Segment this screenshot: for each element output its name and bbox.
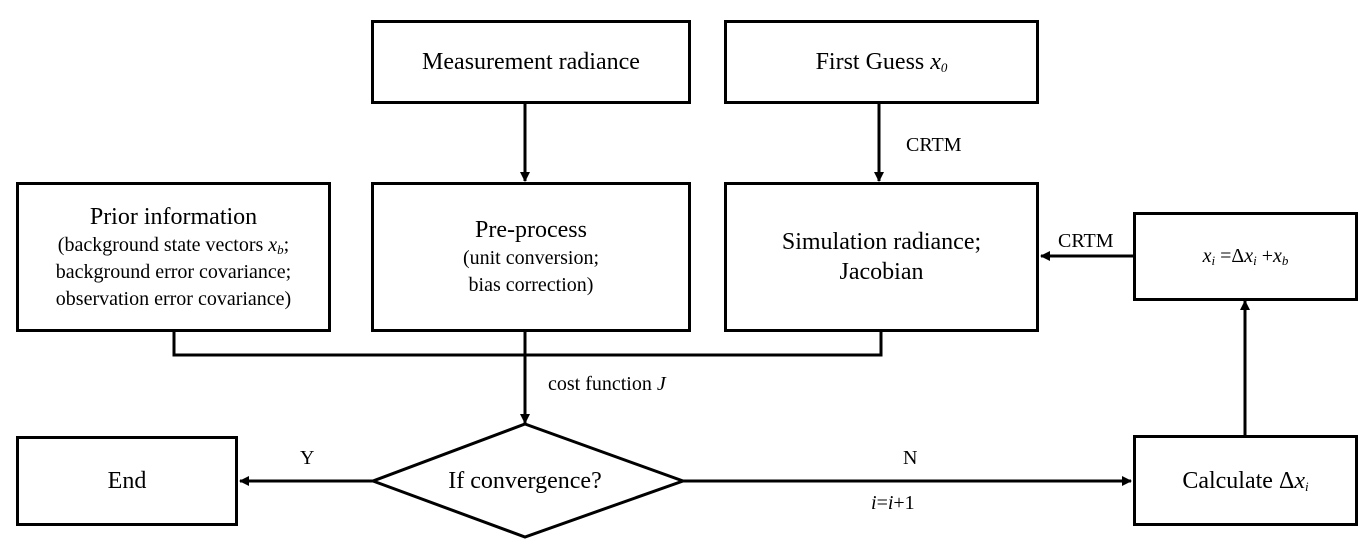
simulation-line-jacobian: Jacobian — [839, 259, 924, 285]
decision-label: If convergence? — [448, 468, 602, 494]
measurement-radiance-box: Measurement radiance — [371, 20, 691, 104]
merge-line — [172, 330, 883, 357]
no-label: N — [903, 447, 918, 469]
update-state-equation: xi =Δxi +xb — [1202, 245, 1289, 268]
simulation-line-radiance: Simulation radiance; — [781, 229, 982, 255]
preprocess-box: Pre-process (unit conversion; bias corre… — [371, 182, 691, 332]
decision-diamond — [368, 422, 688, 539]
yes-label: Y — [300, 447, 315, 469]
end-box: End — [16, 436, 238, 526]
first-guess-box: First Guess x0 — [724, 20, 1039, 104]
update-state-box: xi =Δxi +xb — [1133, 212, 1358, 301]
first-guess-label: First Guess x0 — [815, 49, 948, 75]
end-label: End — [107, 468, 147, 494]
crtm-label-top: CRTM — [906, 134, 962, 156]
measurement-radiance-label: Measurement radiance — [422, 49, 640, 75]
preprocess-line-unit-conversion: (unit conversion; — [462, 247, 600, 269]
calculate-box: Calculate Δxi — [1133, 435, 1358, 526]
preprocess-title: Pre-process — [475, 217, 587, 243]
preprocess-line-bias-correction: bias correction) — [468, 274, 594, 296]
prior-information-box: Prior information (background state vect… — [16, 182, 331, 332]
iteration-label: i=i+1 — [871, 492, 915, 514]
prior-information-title: Prior information — [89, 203, 258, 230]
calculate-label: Calculate Δxi — [1182, 467, 1309, 494]
prior-line-background-error: background error covariance; — [55, 260, 292, 283]
prior-line-background-state: (background state vectors xb; — [57, 233, 290, 257]
prior-line-observation-error: observation error covariance) — [55, 287, 292, 310]
simulation-radiance-box: Simulation radiance; Jacobian — [724, 182, 1039, 332]
cost-function-label: cost function J — [548, 373, 666, 395]
crtm-label-right: CRTM — [1058, 230, 1114, 252]
